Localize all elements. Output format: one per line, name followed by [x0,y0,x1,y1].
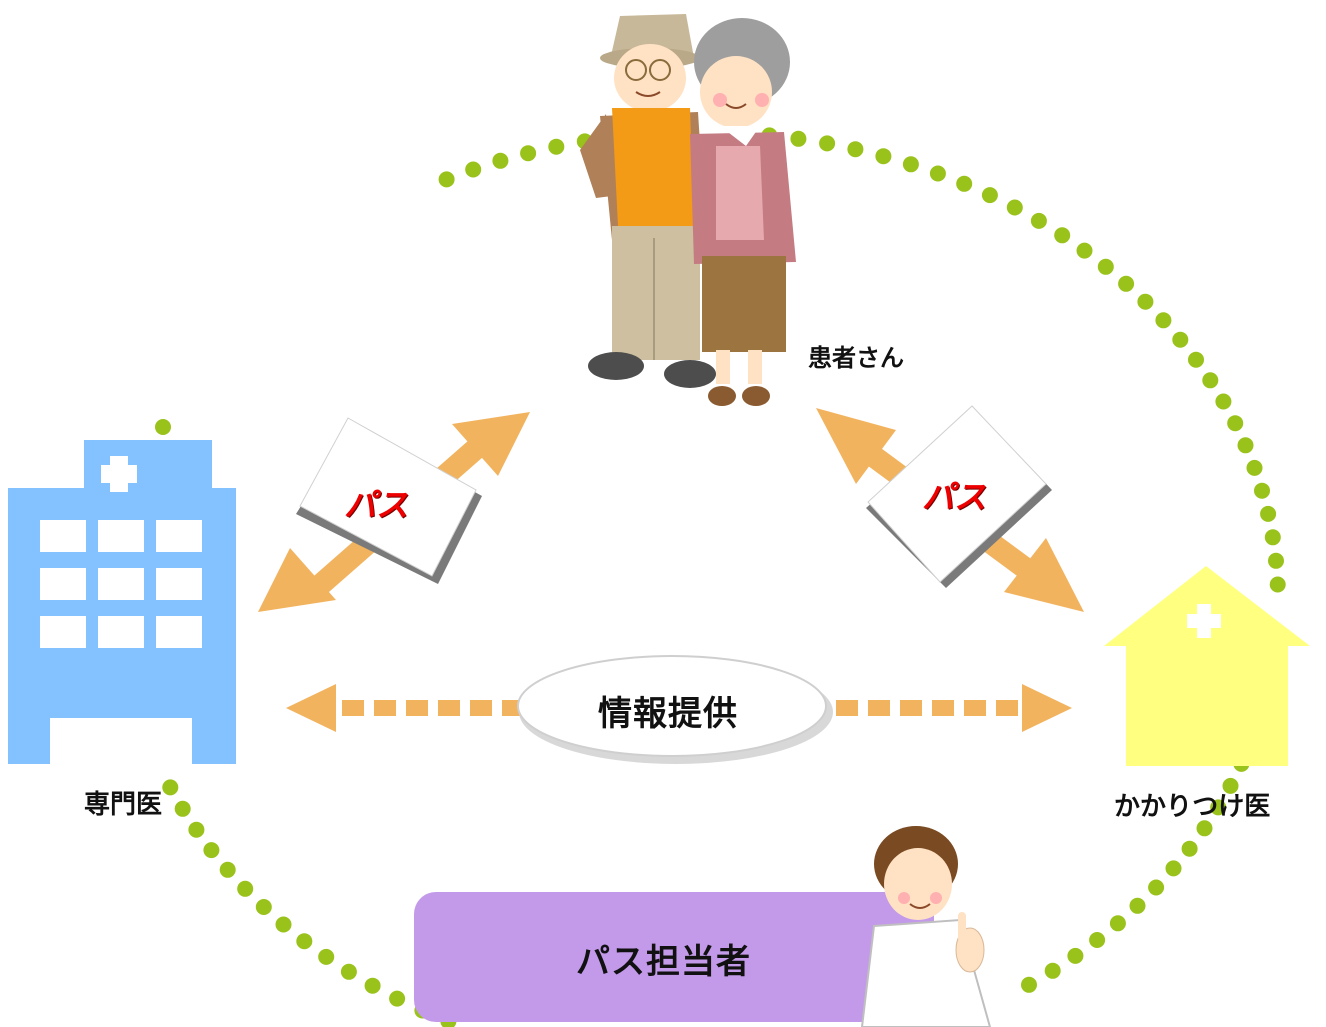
ring-dot [1109,915,1126,932]
pass-card-left [296,417,482,584]
ring-dot [1030,212,1047,229]
ring-dot [1268,552,1284,569]
pass-card-left-label: パス [344,486,409,524]
ring-dot [1246,459,1263,476]
ring-dot [1165,860,1182,877]
clinic-house-icon [1104,566,1310,766]
ring-dot [1067,947,1084,964]
hospital-building-icon [8,440,236,766]
info-provision-arrow [286,684,1072,732]
ring-dot [1129,897,1146,914]
ring-dot [929,165,946,182]
ring-dot [1118,275,1135,292]
ring-dot [1222,777,1239,794]
ring-dot [819,135,836,152]
ring-dot [492,152,509,169]
ring-dot [1155,312,1172,329]
ring-dot [296,933,313,950]
ring-dot [237,880,254,897]
ring-dot [318,948,335,965]
info-provision-bubble [517,655,833,764]
ring-dot [1172,331,1189,348]
ring-dot [1227,415,1244,432]
ring-dot [981,187,998,204]
ring-dot [902,156,919,173]
ring-dot [1202,372,1219,389]
ring-dot [364,977,381,994]
ring-dot [275,916,292,933]
ring-dot [1260,505,1277,522]
ring-dot [790,130,807,147]
info-provision-label: 情報提供 [598,694,738,734]
ring-dot [203,842,220,859]
ring-dot [465,161,482,178]
ring-dot [1148,879,1165,896]
ring-dot [875,148,892,165]
ring-dot [1264,529,1281,546]
pass-card-right [866,405,1052,588]
ring-dot [1181,840,1198,857]
pass-card-right-label: パス [922,478,987,516]
ring-dot [847,141,864,158]
ring-dot [956,175,973,192]
patient-label: 患者さん [808,344,904,372]
ring-dot [155,419,171,435]
ring-dot [1044,962,1061,979]
ring-dot [1021,976,1037,993]
ring-dot [1237,437,1254,454]
ring-dot [1097,258,1114,275]
ring-dot [162,779,179,796]
ring-dot [438,171,455,188]
specialist-label: 専門医 [84,790,163,820]
ring-dot [1006,199,1023,216]
ring-dot [1196,820,1213,837]
ring-dot [174,800,191,817]
ring-dot [1215,393,1232,410]
ring-dot [389,990,406,1007]
ring-dot [255,899,272,915]
ring-dot [1076,242,1093,259]
ring-dot [340,963,357,980]
ring-dot [1054,227,1071,244]
ring-dot [1137,293,1154,310]
elderly-couple-illustration [580,14,796,406]
ring-dot [1188,351,1204,368]
path-coordinator-label: パス担当者 [576,942,751,982]
ring-dot [1089,932,1106,948]
ring-dot [188,821,205,838]
nurse-illustration [860,826,992,1027]
ring-dot [1269,576,1286,593]
ring-dot [219,861,236,878]
ring-dot [520,145,537,162]
path-coordinator-box [414,892,934,1022]
ring-dot [1254,482,1270,499]
family-doctor-label: かかりつけ医 [1114,792,1271,822]
ring-dot [1210,799,1227,816]
ring-dot [548,138,565,155]
